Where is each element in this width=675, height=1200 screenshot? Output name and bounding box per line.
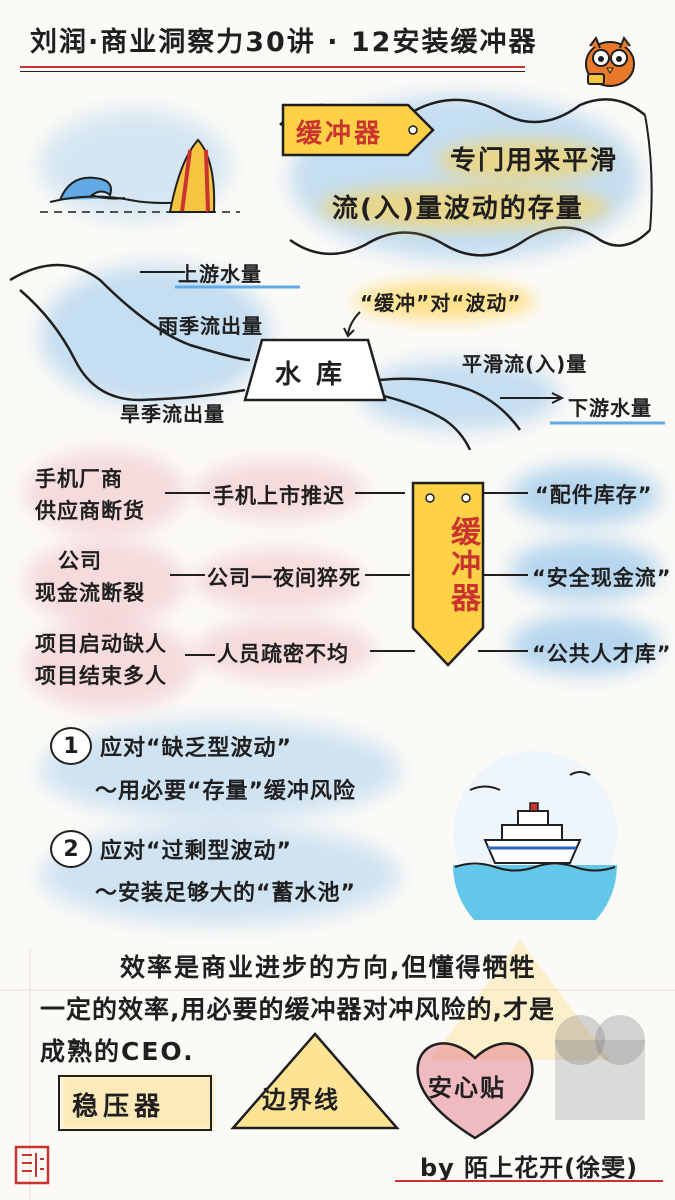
buffer-tag-label: 缓冲器 [296, 119, 384, 149]
case2-cause-line1: 公司 [58, 549, 102, 573]
case3-cause-line2: 项目结束多人 [35, 664, 167, 688]
case3-cause-line1: 项目启动缺人 [35, 632, 167, 656]
seal-stamp-icon [14, 1145, 50, 1185]
definition-line2: 流(入)量波动的存量 [332, 194, 584, 224]
case2-cause-line2: 现金流断裂 [35, 581, 145, 605]
case3-buffer: “公共人才库” [532, 642, 672, 666]
buffer-banner-shape [411, 481, 485, 667]
strategy2-line1: 应对“过剩型波动” [100, 839, 292, 864]
background-sketch [0, 940, 675, 1200]
reassurance-label: 安心贴 [428, 1074, 506, 1102]
cloud-number-icon: 1 [50, 727, 92, 765]
definition-line1: 专门用来平滑 [450, 146, 619, 176]
buffer-vs-fluctuation-label: “缓冲”对“波动” [360, 291, 522, 315]
surfboard-wave-icon [40, 138, 240, 213]
dry-outflow-label: 旱季流出量 [120, 402, 225, 426]
stabilizer-label: 稳压器 [72, 1092, 166, 1122]
strategy2-line2: ～安装足够大的“蓄水池” [95, 881, 356, 906]
conclusion-line3: 成熟的CEO. [40, 1037, 195, 1066]
arrow-down-icon [343, 311, 361, 338]
page-title: 刘润·商业洞察力30讲 · 12安装缓冲器 [30, 27, 538, 58]
author-byline: by 陌上花开(徐雯) [420, 1154, 639, 1182]
conclusion-line1: 效率是商业进步的方向,但懂得牺牲 [120, 953, 537, 982]
owl-mascot-icon [585, 35, 635, 87]
case1-effect: 手机上市推迟 [213, 484, 345, 508]
case1-cause-line2: 供应商断货 [35, 499, 145, 523]
rainy-outflow-label: 雨季流出量 [158, 314, 263, 338]
cloud-number-icon: 2 [50, 830, 92, 868]
boundary-label: 边界线 [262, 1086, 340, 1114]
stabilizer-box [58, 1075, 212, 1131]
boundary-triangle [230, 1032, 400, 1130]
case3-effect: 人员疏密不均 [217, 642, 349, 666]
title-underline-black [20, 71, 525, 72]
buffer-banner-label: 缓冲器 [445, 515, 480, 615]
upstream-label: 上游水量 [178, 262, 262, 286]
case1-buffer: “配件库存” [535, 483, 653, 507]
conclusion-line2: 一定的效率,用必要的缓冲器对冲风险的,才是 [40, 995, 555, 1024]
case1-cause-line1: 手机厂商 [35, 467, 123, 491]
downstream-label: 下游水量 [568, 396, 652, 420]
reservoir-shape [243, 338, 387, 402]
case2-buffer: “安全现金流” [532, 566, 672, 590]
smooth-inflow-label: 平滑流(入)量 [462, 352, 588, 376]
strategy1-line1: 应对“缺乏型波动” [100, 736, 292, 761]
case2-effect: 公司一夜间猝死 [207, 566, 361, 590]
cruise-ship-icon [453, 751, 617, 920]
reservoir-label: 水 库 [275, 360, 346, 390]
river-diagram [9, 263, 665, 450]
buffer-tag-shape [281, 103, 435, 157]
strategy1-line2: ～用必要“存量”缓冲风险 [95, 779, 356, 804]
heart-shape [416, 1042, 534, 1140]
title-underline-red [20, 66, 525, 68]
